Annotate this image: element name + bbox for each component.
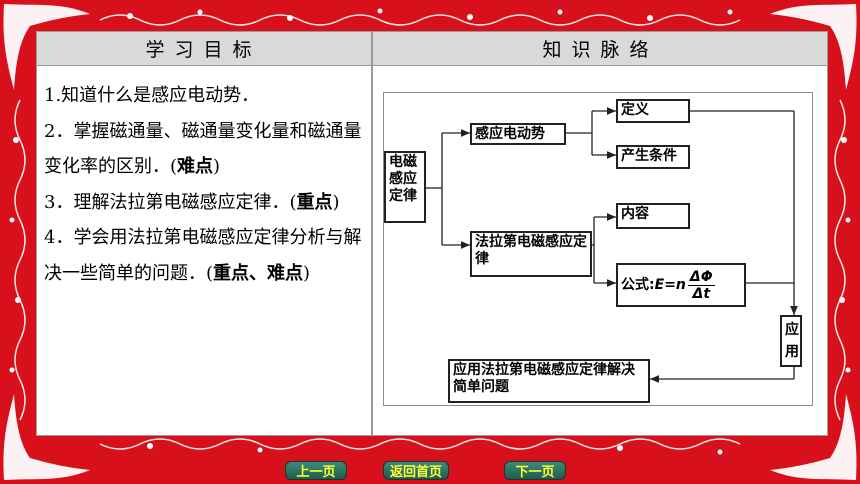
formula-E: E bbox=[654, 276, 665, 293]
formula-prefix: 公式: bbox=[621, 276, 655, 293]
node-apply: 应用 bbox=[780, 315, 802, 367]
formula-n: n bbox=[675, 276, 686, 293]
goal-item: 2．掌握磁通量、磁通量变化量和磁通量变化率的区别．(难点) bbox=[44, 120, 362, 178]
goal-tag: 重点 bbox=[296, 191, 333, 213]
node-formula: 公式: E = n ΔΦ Δt bbox=[616, 263, 746, 307]
node-content: 内容 bbox=[616, 203, 690, 229]
header-divider bbox=[36, 65, 828, 66]
diagram-connectors bbox=[426, 107, 798, 383]
node-solve: 应用法拉第电磁感应定律解决简单问题 bbox=[448, 359, 650, 403]
node-root: 电磁感应定律 bbox=[384, 151, 426, 223]
header-knowledge-map: 知识脉络 bbox=[373, 31, 828, 65]
prev-page-button[interactable]: 上一页 bbox=[285, 461, 347, 480]
goal-item: 1.知道什么是感应电动势． bbox=[44, 85, 260, 106]
goal-item: 4．学会用法拉第电磁感应定律分析与解决一些简单的问题．(重点、难点) bbox=[44, 227, 362, 284]
goal-item: 3．理解法拉第电磁感应定律．(重点) bbox=[44, 191, 340, 213]
home-page-button[interactable]: 返回首页 bbox=[383, 461, 449, 480]
formula-numerator: ΔΦ bbox=[687, 268, 715, 286]
column-divider bbox=[371, 31, 373, 436]
goal-tag: 难点 bbox=[177, 156, 214, 177]
node-emf: 感应电动势 bbox=[470, 123, 566, 145]
knowledge-diagram: 电磁感应定律 感应电动势 定义 产生条件 法拉第电磁感应定律 内容 公式: E … bbox=[383, 92, 813, 406]
formula-equals: = bbox=[664, 276, 676, 293]
content-panel bbox=[36, 31, 828, 436]
learning-goals-list: 1.知道什么是感应电动势． 2．掌握磁通量、磁通量变化量和磁通量变化率的区别．(… bbox=[44, 78, 366, 291]
formula-denominator: Δt bbox=[692, 285, 711, 302]
node-faraday: 法拉第电磁感应定律 bbox=[470, 231, 592, 277]
formula-fraction: ΔΦ Δt bbox=[687, 268, 715, 302]
node-definition: 定义 bbox=[616, 99, 690, 123]
header-learning-goals: 学习目标 bbox=[36, 31, 371, 65]
node-conditions: 产生条件 bbox=[616, 145, 690, 169]
goal-tag: 重点、难点 bbox=[213, 262, 304, 284]
next-page-button[interactable]: 下一页 bbox=[504, 461, 566, 480]
table-border bbox=[36, 31, 828, 436]
